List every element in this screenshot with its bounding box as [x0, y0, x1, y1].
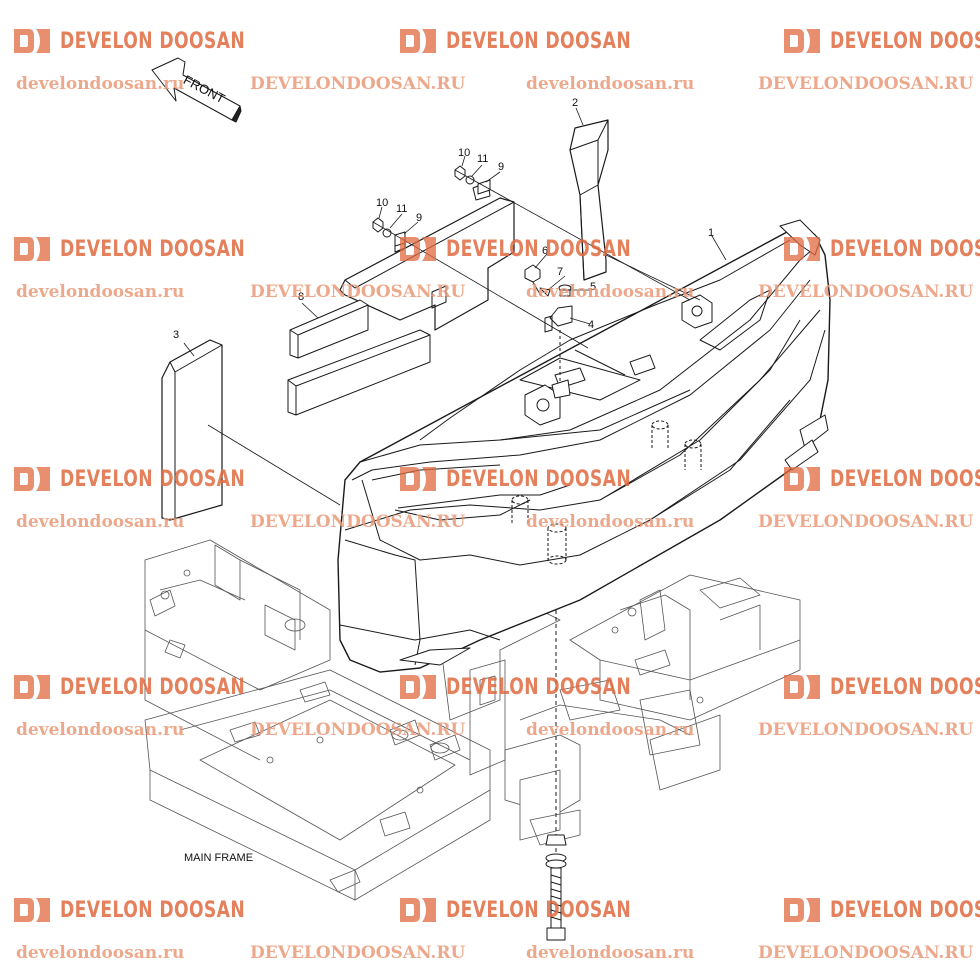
pad-part-3: [161, 339, 223, 521]
callout-8: 8: [298, 291, 304, 303]
watermark-url: DEVELONDOOSAN.RU: [250, 720, 466, 740]
callout-9: 9: [498, 161, 504, 173]
callout-9: 9: [416, 212, 422, 224]
watermark-url: develondoosan.ru: [16, 943, 185, 963]
main-frame: [144, 539, 801, 901]
watermark-url: develondoosan.ru: [526, 282, 695, 302]
callout-11: 11: [396, 203, 407, 215]
pad-part-2: [569, 119, 609, 281]
callout-10: 10: [376, 197, 388, 209]
callout-7: 7: [557, 266, 563, 278]
callout-3: 3: [173, 329, 179, 341]
callout-10: 10: [458, 147, 470, 159]
watermark-url: develondoosan.ru: [526, 512, 695, 532]
callout-6: 6: [542, 245, 548, 257]
watermark-url: DEVELONDOOSAN.RU: [250, 943, 466, 963]
callout-4: 4: [588, 319, 594, 331]
watermark-url: DEVELONDOOSAN.RU: [758, 943, 974, 963]
watermark-url: develondoosan.ru: [16, 282, 185, 302]
watermark-url: develondoosan.ru: [16, 720, 185, 740]
watermark-url: develondoosan.ru: [16, 512, 185, 532]
callout-11: 11: [477, 153, 488, 165]
callout-numbers: 1 2 3 4 5 67 8 9 9 10 10 11 11: [173, 97, 714, 341]
mounting-bolt-stack: [545, 540, 567, 941]
watermark-url: DEVELONDOOSAN.RU: [758, 512, 974, 532]
watermark-url: develondoosan.ru: [526, 74, 695, 94]
callout-2: 2: [572, 97, 578, 109]
watermark-url: develondoosan.ru: [526, 943, 695, 963]
main-frame-label: MAIN FRAME: [184, 852, 254, 864]
callout-5: 5: [590, 281, 596, 293]
watermark-url: DEVELONDOOSAN.RU: [758, 282, 974, 302]
watermark-url: DEVELONDOOSAN.RU: [250, 74, 466, 94]
watermark-url: DEVELONDOOSAN.RU: [250, 282, 466, 302]
watermark-url: DEVELONDOOSAN.RU: [758, 74, 974, 94]
plate-part-8: [287, 181, 515, 416]
callout-1: 1: [708, 227, 714, 239]
watermark-url: DEVELONDOOSAN.RU: [758, 720, 974, 740]
watermark-url: develondoosan.ru: [526, 720, 695, 740]
watermark-url: DEVELONDOOSAN.RU: [250, 512, 466, 532]
watermark-url: develondoosan.ru: [16, 74, 185, 94]
